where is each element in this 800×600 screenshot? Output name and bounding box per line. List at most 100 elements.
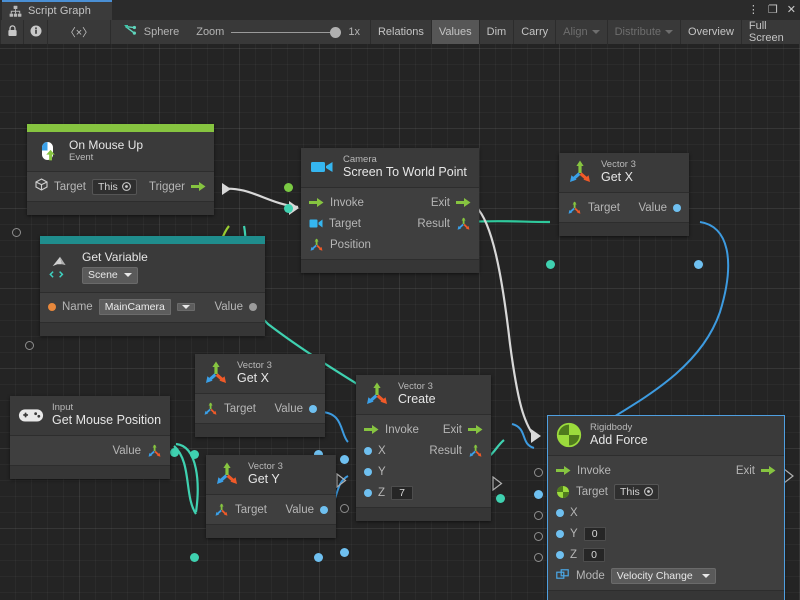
variable-name-dropdown[interactable] — [176, 303, 195, 312]
port-value-out-input[interactable] — [170, 448, 179, 457]
port-y-in-addforce[interactable] — [534, 511, 543, 520]
row-target-value: Target Value — [559, 197, 689, 218]
port-trigger-out[interactable] — [284, 183, 293, 192]
vector3-port-icon — [469, 444, 482, 457]
window-close-icon[interactable]: ✕ — [786, 3, 796, 16]
addforce-exit-arrow-icon — [783, 468, 794, 484]
port-dot-value[interactable] — [320, 505, 328, 514]
mode-dropdown[interactable]: Velocity Change — [610, 567, 716, 584]
info-button[interactable] — [24, 20, 49, 44]
info-icon — [30, 25, 42, 40]
row-right: Value — [112, 444, 162, 458]
exit-arrow-glyph — [761, 466, 776, 475]
lock-button[interactable] — [0, 20, 25, 44]
toolbar-item-carry[interactable]: Carry — [514, 20, 557, 44]
port-dot-value[interactable] — [249, 303, 257, 312]
z-value-field[interactable]: 7 — [391, 485, 414, 500]
node-screen-to-world-point[interactable]: Camera Screen To World Point Invoke Exit — [301, 148, 479, 273]
node-footer — [559, 222, 689, 236]
target-label: Target — [224, 402, 256, 415]
port-target-in-gety-mid[interactable] — [190, 553, 199, 562]
port-target-in-getx-top[interactable] — [546, 260, 555, 269]
node-footer — [40, 321, 265, 336]
toolbar-label: Relations — [377, 26, 424, 38]
node-header: Vector 3 Get X — [195, 354, 325, 394]
variable-scope-dropdown[interactable]: Scene — [82, 267, 138, 284]
node-vector3-get-x-mid[interactable]: Vector 3 Get X Targ — [195, 354, 325, 437]
row-left: Target — [567, 201, 620, 215]
port-dot-name[interactable] — [48, 303, 56, 312]
node-on-mouse-up[interactable]: On Mouse Up Event Target — [27, 124, 214, 215]
toolbar-item-distribute[interactable]: Distribute — [608, 20, 682, 44]
port-y-in-create[interactable] — [340, 548, 349, 557]
port-value-out-getx-top[interactable] — [694, 260, 703, 269]
port-invoke-in-create[interactable] — [340, 504, 349, 513]
node-body: Invoke Exit Targe — [301, 188, 479, 259]
port-x-in-create[interactable] — [340, 455, 349, 464]
window-menu-icon[interactable]: ⋮ — [747, 3, 759, 16]
node-title: Add Force — [590, 433, 648, 448]
toolbar-item-relations[interactable]: Relations — [371, 20, 432, 44]
port-target-in-onmouseup[interactable] — [12, 228, 21, 237]
port-target-in[interactable] — [284, 204, 293, 213]
port-dot-y[interactable] — [556, 529, 564, 538]
node-vector3-get-y-mid[interactable]: Vector 3 Get Y Targ — [206, 455, 336, 538]
port-value-out-gety-mid[interactable] — [314, 553, 323, 562]
port-dot-z[interactable] — [364, 488, 372, 497]
target-value-chip[interactable]: This — [91, 178, 137, 195]
target-picker-icon[interactable] — [121, 182, 131, 191]
port-dot-x[interactable] — [364, 446, 372, 455]
node-title-group: Vector 3 Create — [398, 381, 436, 407]
x-label: X — [570, 506, 578, 519]
row-z: Z 7 — [356, 482, 491, 503]
port-dot-y[interactable] — [364, 467, 372, 476]
node-header: Vector 3 Get Y — [206, 455, 336, 495]
graph-target[interactable]: Sphere — [111, 20, 186, 44]
node-get-variable[interactable]: Get Variable Scene Name MainCamera — [40, 236, 265, 336]
port-value-out-getx-mid[interactable] — [314, 450, 323, 459]
tab-script-graph[interactable]: Script Graph — [2, 0, 112, 20]
trigger-label: Trigger — [149, 180, 185, 193]
mode-value: Velocity Change — [616, 569, 693, 582]
port-dot-x[interactable] — [556, 508, 564, 517]
zoom-slider-knob[interactable] — [330, 26, 342, 38]
node-vector3-create[interactable]: Vector 3 Create Invoke Exit — [356, 375, 491, 521]
toolbar-item-full-screen[interactable]: Full Screen — [742, 20, 800, 44]
y-value-field[interactable]: 0 — [583, 526, 606, 541]
zoom-control[interactable]: Zoom 1x — [186, 20, 371, 44]
node-get-mouse-position[interactable]: Input Get Mouse Position Value — [10, 396, 170, 479]
port-x-in-addforce[interactable] — [534, 490, 543, 499]
row-target-value: Target Value — [195, 398, 325, 419]
toolbar-item-align[interactable]: Align — [556, 20, 608, 44]
target-picker-icon[interactable] — [643, 487, 653, 496]
port-target-in-addforce[interactable] — [534, 468, 543, 477]
z-value-field[interactable]: 0 — [583, 547, 606, 562]
port-name-in-getvariable[interactable] — [25, 341, 34, 350]
vector3-icon — [214, 461, 240, 487]
node-title: Get X — [601, 170, 633, 185]
row-right: Exit — [431, 197, 471, 209]
port-dot-value[interactable] — [309, 404, 317, 413]
target-value-chip[interactable]: This — [613, 483, 659, 500]
toolbar-item-values[interactable]: Values — [431, 20, 480, 44]
toolbar-item-overview[interactable]: Overview — [681, 20, 742, 44]
camera-icon — [309, 154, 335, 180]
port-mode-in-addforce[interactable] — [534, 553, 543, 562]
node-add-force[interactable]: Rigidbody Add Force Invoke Exit — [547, 415, 785, 600]
variable-name-field[interactable]: MainCamera — [98, 299, 171, 316]
code-view-button[interactable]: 〈×〉 — [48, 20, 111, 44]
row-invoke-exit: Invoke Exit — [301, 192, 479, 213]
tab-label: Script Graph — [28, 5, 91, 17]
port-dot-value[interactable] — [673, 203, 681, 212]
port-target-in-getx-mid[interactable] — [190, 450, 199, 459]
window-maximize-icon[interactable]: ❐ — [767, 3, 778, 16]
port-result-out-create[interactable] — [496, 494, 505, 503]
port-z-in-addforce[interactable] — [534, 532, 543, 541]
row-y: Y — [356, 461, 491, 482]
port-dot-z[interactable] — [556, 550, 564, 559]
node-vector3-get-x-top[interactable]: Vector 3 Get X Targ — [559, 153, 689, 236]
zoom-slider[interactable] — [231, 26, 342, 38]
toolbar-item-dim[interactable]: Dim — [480, 20, 515, 44]
node-subtitle: Vector 3 — [237, 360, 272, 372]
graph-canvas[interactable]: On Mouse Up Event Target — [0, 44, 800, 600]
